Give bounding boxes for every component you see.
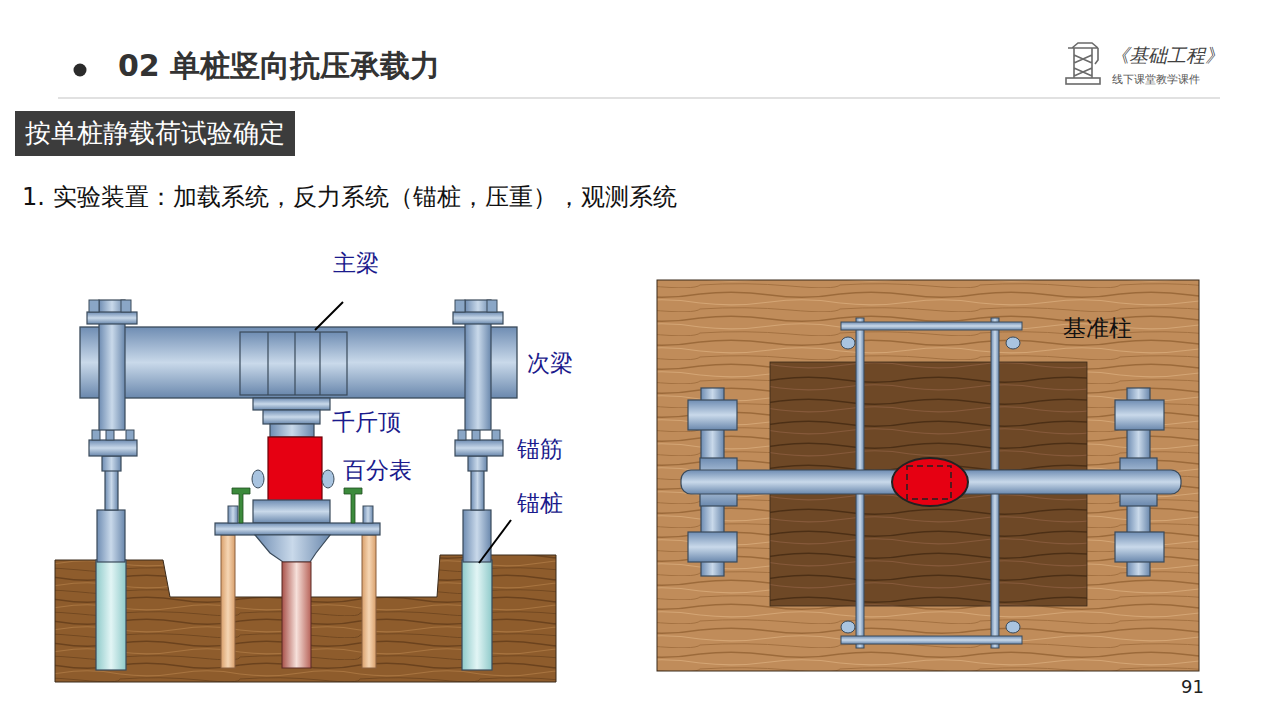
logo-title: 《基础工程》 (1110, 44, 1224, 67)
header-rule (58, 97, 1220, 98)
logo-subtitle: 线下课堂教学课件 (1112, 73, 1200, 86)
leader-line (479, 520, 511, 563)
section-band: 按单桩静载荷试验确定 (15, 111, 295, 156)
part-label: 基准柱 (1063, 315, 1132, 343)
part-label: 锚桩 (517, 490, 563, 518)
static-load-test-plan (657, 280, 1199, 671)
slide-title: 02 单桩竖向抗压承载力 (118, 48, 440, 84)
part-label: 次梁 (527, 350, 573, 378)
static-load-test-elevation (55, 300, 556, 682)
part-label: 千斤顶 (332, 409, 401, 437)
bullet-dot (74, 64, 87, 77)
band-text: 按单桩静载荷试验确定 (25, 116, 285, 151)
logo-icon (1066, 43, 1100, 84)
leader-line (315, 302, 343, 330)
part-label: 百分表 (343, 457, 412, 485)
part-label: 主梁 (333, 250, 379, 278)
part-label: 锚筋 (517, 436, 563, 464)
page-number: 91 (1181, 676, 1204, 698)
item-text: 1. 实验装置：加载系统，反力系统（锚桩，压重），观测系统 (22, 183, 677, 212)
